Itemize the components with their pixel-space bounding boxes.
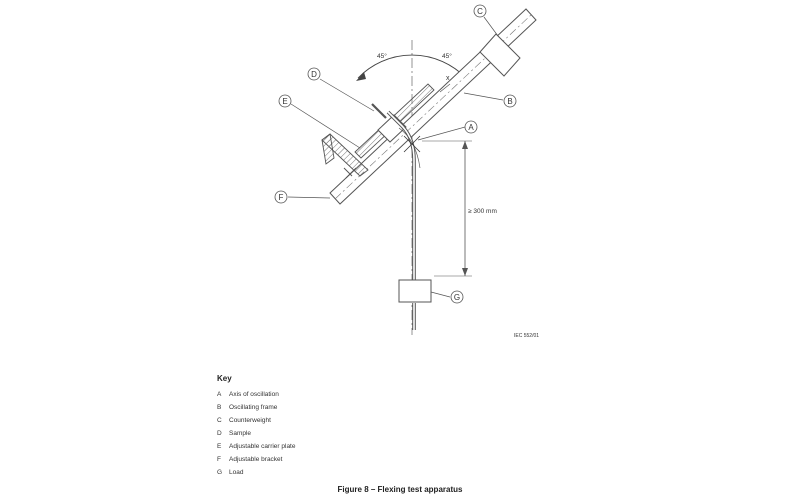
svg-text:G: G bbox=[454, 293, 460, 302]
callout-c: C bbox=[473, 4, 487, 18]
key-letter: B bbox=[217, 404, 222, 411]
angle-label-right: 45° bbox=[442, 52, 452, 60]
key-item-b: B Oscillating frame bbox=[217, 403, 295, 416]
key-letter: F bbox=[217, 456, 221, 463]
bend-guide-arc bbox=[398, 127, 421, 169]
key-title: Key bbox=[217, 374, 232, 383]
reference-code: IEC 552/01 bbox=[514, 333, 539, 339]
key-text: Adjustable carrier plate bbox=[229, 443, 296, 450]
callout-d: D bbox=[307, 67, 321, 81]
key-item-e: E Adjustable carrier plate bbox=[217, 442, 295, 455]
swing-arc bbox=[357, 54, 467, 79]
svg-text:A: A bbox=[468, 123, 474, 132]
counterweight bbox=[479, 33, 521, 77]
key-text: Oscillating frame bbox=[229, 404, 278, 411]
callout-e: E bbox=[278, 94, 292, 108]
key-text: Load bbox=[229, 469, 244, 476]
key-letter: A bbox=[217, 391, 222, 398]
key-item-f: F Adjustable bracket bbox=[217, 455, 295, 468]
key-letter: C bbox=[217, 417, 222, 424]
load-block bbox=[398, 279, 432, 303]
svg-text:C: C bbox=[477, 7, 483, 16]
key-text: Axis of oscillation bbox=[229, 391, 279, 398]
key-letter: G bbox=[217, 469, 223, 476]
svg-text:E: E bbox=[282, 97, 287, 106]
key-text: Sample bbox=[229, 430, 252, 437]
key-text: Counterweight bbox=[229, 417, 271, 424]
callout-f: F bbox=[274, 190, 288, 204]
x-label: x bbox=[446, 75, 450, 82]
leader-g bbox=[430, 291, 451, 298]
adjustable-bracket bbox=[321, 133, 369, 179]
callout-g: G bbox=[450, 290, 464, 304]
key-item-g: G Load bbox=[217, 468, 295, 481]
key-letter: D bbox=[217, 430, 222, 437]
key-text: Adjustable bracket bbox=[229, 456, 283, 463]
swing-arc-arrow-left bbox=[356, 72, 366, 81]
svg-text:D: D bbox=[311, 70, 317, 79]
key-item-a: A Axis of oscillation bbox=[217, 390, 295, 403]
key-item-d: D Sample bbox=[217, 429, 295, 442]
length-dimension bbox=[422, 140, 472, 277]
key-letter: E bbox=[217, 443, 222, 450]
key-item-c: C Counterweight bbox=[217, 416, 295, 429]
svg-text:F: F bbox=[279, 193, 284, 202]
figure-caption: Figure 8 – Flexing test apparatus bbox=[337, 485, 463, 494]
leader-c bbox=[483, 16, 499, 37]
leader-b bbox=[463, 92, 504, 101]
x-dimension-line bbox=[439, 83, 451, 93]
clamp-stem bbox=[371, 103, 387, 119]
leader-e bbox=[290, 103, 361, 149]
callout-b: B bbox=[503, 94, 517, 108]
leader-f bbox=[287, 196, 331, 199]
callout-a: A bbox=[464, 120, 478, 134]
angle-label-left: 45° bbox=[377, 52, 387, 60]
leader-a bbox=[417, 126, 466, 141]
dimension-label: ≥ 300 mm bbox=[468, 208, 497, 215]
axis-of-oscillation-marker bbox=[403, 135, 421, 153]
leader-d bbox=[319, 78, 375, 112]
svg-text:B: B bbox=[507, 97, 512, 106]
